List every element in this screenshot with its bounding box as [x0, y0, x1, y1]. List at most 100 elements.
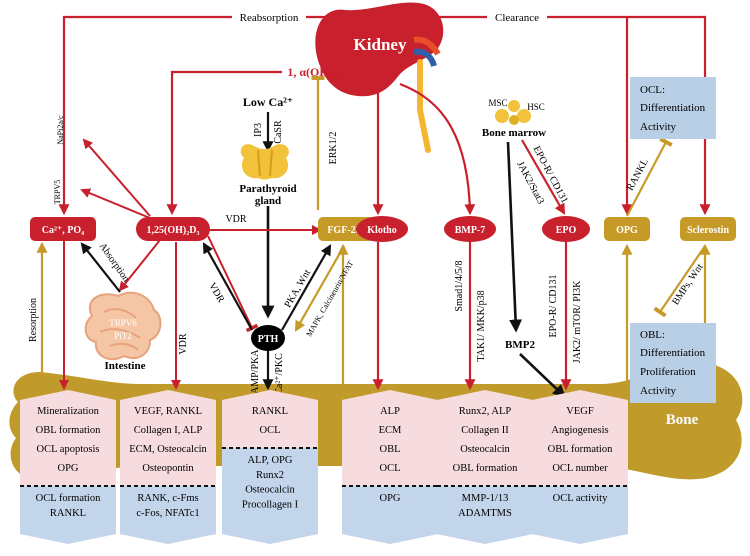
ocl-box-line-1: Differentiation: [640, 102, 706, 114]
low-ca-label: Low Ca²⁺: [243, 95, 293, 109]
panel-5-lower: [437, 486, 533, 544]
clearance-label: Clearance: [495, 12, 539, 24]
marrow-bmp2-arrow: [506, 141, 523, 333]
trpv5-label: TRPV5: [53, 180, 62, 204]
panel-5-lower-text: ADAMTMS: [458, 508, 512, 519]
obl-box-line-1: Differentiation: [640, 347, 706, 359]
node-vitd: 1,25(OH)₂D₃: [136, 217, 210, 241]
obl-box-title: OBL:: [640, 329, 665, 341]
jak-low-label: JAK2/ mTOR/ PI3K: [572, 280, 583, 363]
svg-text:OPG: OPG: [616, 225, 638, 236]
panel-4-upper-text: OCL: [380, 463, 401, 474]
ocl-box-line-2: Activity: [640, 121, 677, 133]
panel-1-lower: [20, 486, 116, 544]
panel-6-lower-text: OCL activity: [553, 493, 608, 504]
smad-label: Smad1/4/5/8: [454, 260, 465, 311]
panel-1-upper-text: OBL formation: [36, 425, 101, 436]
panel-3-upper-text: RANKL: [252, 406, 288, 417]
panel-2-upper-text: ECM, Osteocalcin: [129, 444, 207, 455]
panel-3-lower: [222, 448, 318, 544]
trpv6-label: TRPV6: [109, 318, 137, 328]
panel-1-upper-text: OCL apoptosis: [37, 444, 100, 455]
enzyme-line: [166, 70, 282, 216]
node-pth: PTH: [251, 325, 285, 351]
vdr-top-label: VDR: [225, 214, 246, 225]
svg-text:Sclerostin: Sclerostin: [687, 225, 729, 236]
svg-text:1,25(OH)₂D₃: 1,25(OH)₂D₃: [147, 225, 200, 236]
intestine-label: Intestine: [105, 360, 146, 372]
panel-2-upper-text: Osteopontin: [142, 463, 194, 474]
panel-4-upper-text: ECM: [379, 425, 402, 436]
panel-3-lower-text: Procollagen I: [242, 499, 299, 510]
panel-4-upper-text: ALP: [380, 406, 400, 417]
panel-2-upper-text: VEGF, RANKL: [134, 406, 202, 417]
vdr-left-label: VDR: [178, 333, 189, 354]
panel-1-upper-text: Mineralization: [37, 406, 100, 417]
resorption-label: Resorption: [28, 298, 39, 342]
panel-2-lower-text: RANK, c-Fms: [137, 493, 198, 504]
kidney-icon: [315, 2, 444, 153]
enzyme-label: 1, α(OH)ase: [287, 65, 349, 79]
bone-label: Bone: [666, 412, 699, 428]
svg-text:FGF-23: FGF-23: [327, 225, 360, 236]
obl-box-line-3: Activity: [640, 385, 677, 397]
vitd-arrows: [59, 138, 322, 390]
panel-1-lower-text: RANKL: [50, 508, 86, 519]
pth-arrows: [202, 242, 349, 391]
bmp2-label: BMP2: [505, 339, 535, 351]
panel-3-lower-text: Osteocalcin: [245, 485, 295, 496]
parathyroid-icon: [240, 144, 289, 180]
bone-marrow-label: Bone marrow: [482, 127, 546, 139]
kidney-target-lines: [372, 82, 572, 391]
svg-text:EPO: EPO: [556, 225, 577, 236]
ip3-label: IP3: [253, 123, 264, 137]
panel-4-lower: [342, 486, 438, 544]
panel-4: ALP ECM OBL OCL OPG: [342, 390, 438, 544]
epor-low-label: EPO-R/ CD131: [548, 274, 559, 337]
panel-5-upper-text: OBL formation: [453, 463, 518, 474]
panel-3-lower-text: Runx2: [256, 470, 284, 481]
panel-5-upper-text: Osteocalcin: [460, 444, 510, 455]
msc-label: MSC: [488, 98, 507, 108]
tak-label: TAK1/ MKK/p38: [476, 290, 487, 361]
node-epo: EPO: [542, 216, 590, 242]
panel-2-lower-text: c-Fos, NFATc1: [136, 508, 199, 519]
panel-1-upper-text: OPG: [57, 463, 78, 474]
panel-6-upper-text: OCL number: [552, 463, 608, 474]
panel-3: RANKL OCL ALP, OPG Runx2OsteocalcinProcolla…: [222, 390, 318, 544]
napi-label: NaPi2a/c: [56, 115, 65, 145]
node-bmp7: BMP-7: [444, 216, 496, 242]
svg-text:PTH: PTH: [258, 334, 279, 345]
panel-3-lower-text: ALP, OPG: [248, 455, 293, 466]
panel-6-upper-text: Angiogenesis: [551, 425, 608, 436]
ca-pkc-label: Ca²⁺/PKC: [274, 353, 285, 395]
camp-label: cAMP/PKA: [250, 349, 261, 399]
vdr-mid-label: VDR: [206, 281, 226, 305]
node-klotho: Klotho: [356, 216, 408, 242]
casr-label: CaSR: [273, 120, 284, 144]
intestine-icon: [84, 291, 162, 361]
panel-4-lower-text: OPG: [379, 493, 400, 504]
panel-6-lower: [532, 486, 628, 544]
erk-label: ERK1/2: [328, 132, 339, 165]
obl-box: [630, 323, 716, 403]
reabsorption-label: Reabsorption: [240, 12, 299, 24]
panel-6-upper-text: OBL formation: [548, 444, 613, 455]
panel-3-upper-text: OCL: [260, 425, 281, 436]
panel-4-upper-text: OBL: [380, 444, 401, 455]
bone-marrow-icon: [495, 100, 531, 125]
panel-5-lower-text: MMP-1/13: [462, 493, 509, 504]
ocl-box: [630, 77, 716, 139]
panel-5-upper-text: Collagen II: [461, 425, 509, 436]
svg-text:Ca²⁺, PO₄: Ca²⁺, PO₄: [42, 225, 84, 236]
svg-text:BMP-7: BMP-7: [455, 225, 486, 236]
bmps-wnt-label: BMPs, Wnt: [670, 262, 706, 307]
node-sclerostin: Sclerostin: [680, 217, 736, 241]
